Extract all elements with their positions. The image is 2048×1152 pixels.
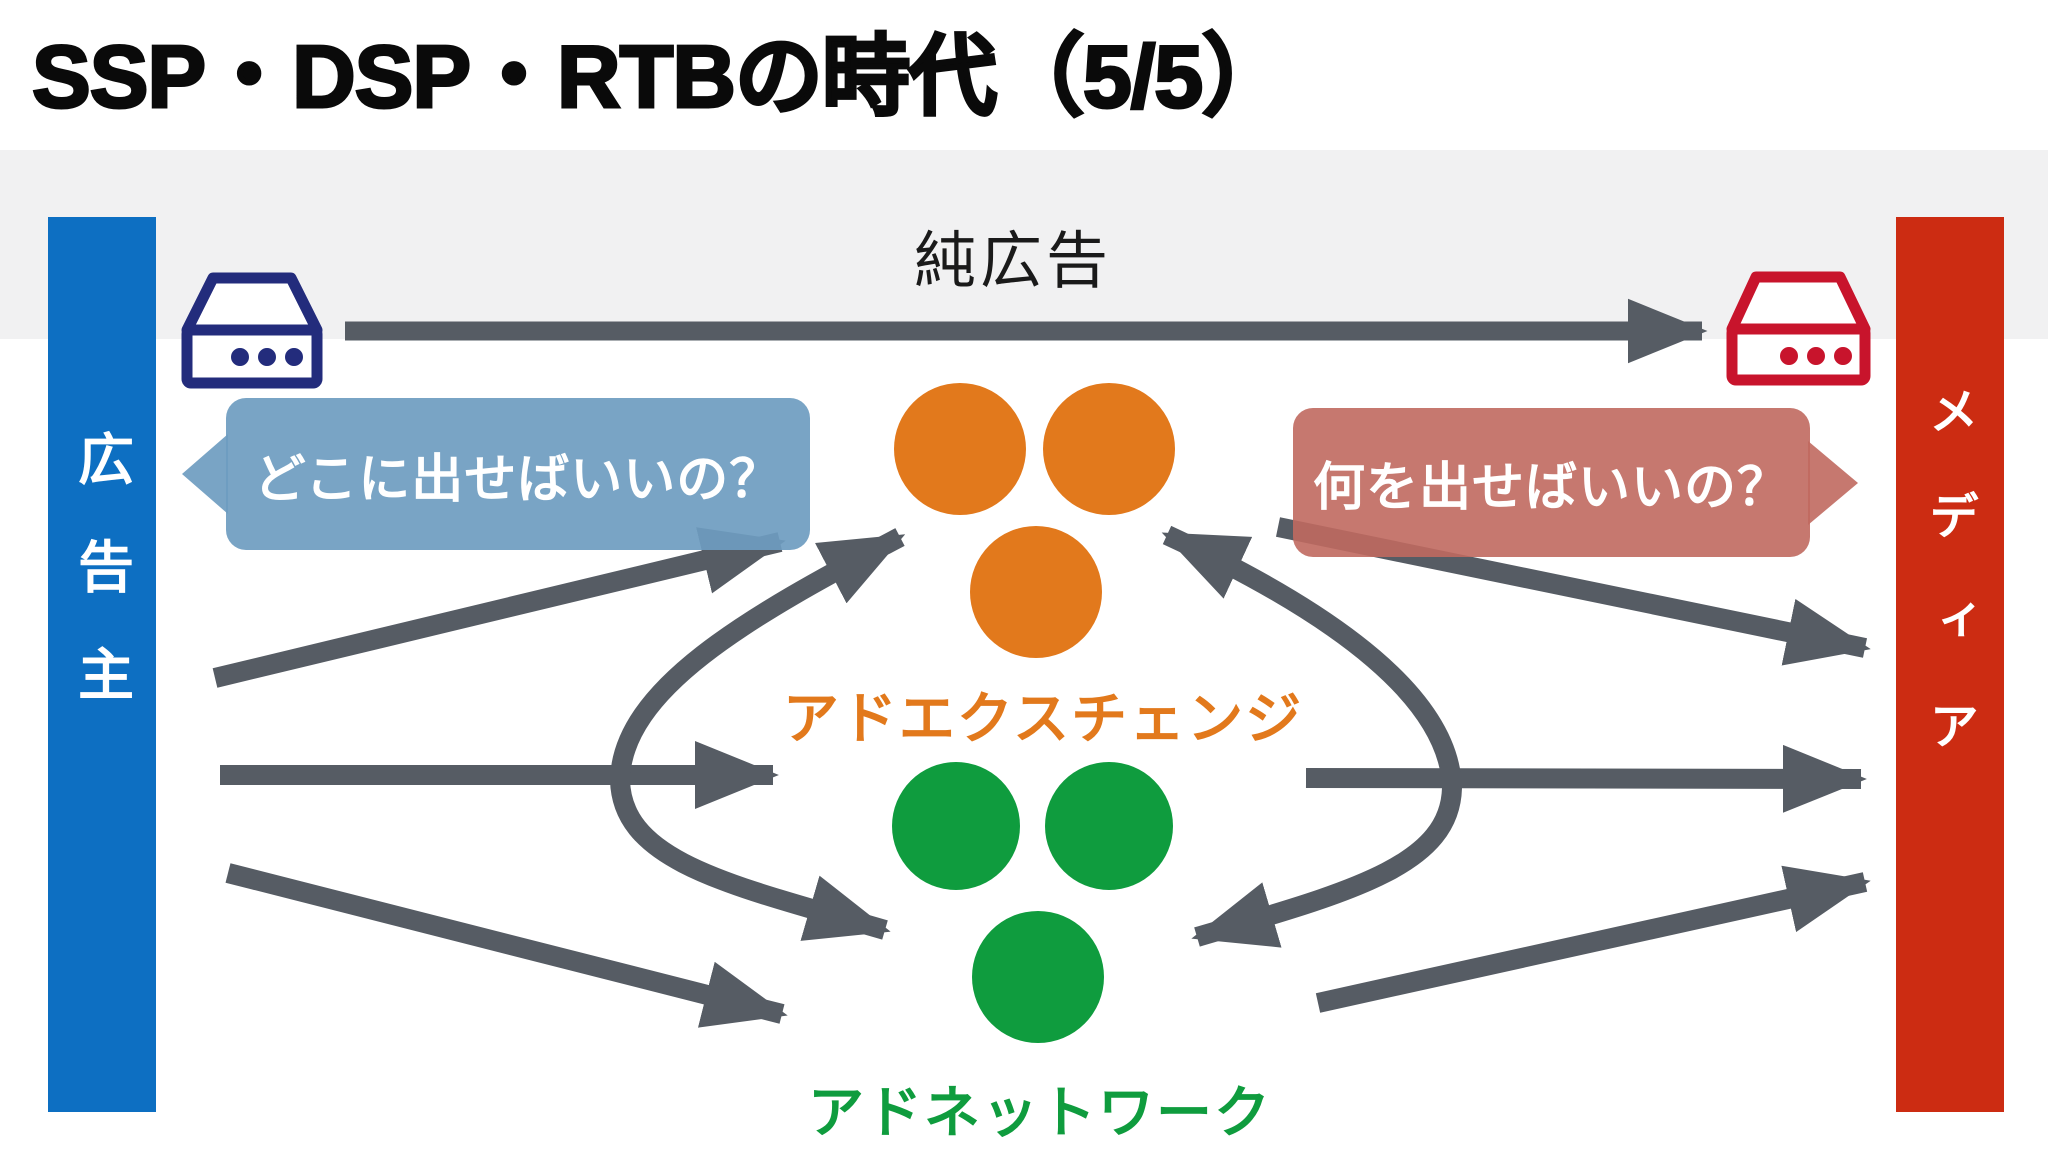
media-bar: メディア [1896,217,2004,1112]
advertiser-arrow-bottom [225,863,788,1028]
left-exchange-network-curve [609,528,906,941]
advertiser-bar-label: 広告主 [70,430,134,753]
page-title: SSP・DSP・RTBの時代（5/5） [30,26,1291,128]
advertiser-arrow-top [212,527,786,688]
ad-exchange-cluster [894,383,1175,658]
media-bar-label: メディア [1922,385,1978,805]
advertiser-server-icon [181,272,323,389]
right-exchange-network-curve [1161,525,1463,948]
media-question-bubble: 何を出せばいいの？ [1293,408,1858,557]
ad-exchange-node [970,526,1102,658]
ad-network-label: アドネットワーク [808,1081,1272,1144]
advertiser-question-bubble: どこに出せばいいの？ [182,398,810,550]
ad-exchange-node [894,383,1026,515]
advertiser-question-text: どこに出せばいいの？ [253,450,783,509]
ad-exchange-label: アドエクスチェンジ [782,687,1304,750]
media-question-text: 何を出せばいいの？ [1312,459,1790,517]
media-server-icon [1726,271,1871,386]
ad-exchange-node [1043,383,1175,515]
ad-network-node [1045,762,1173,890]
ad-network-node [972,911,1104,1043]
ad-network-cluster [892,762,1173,1043]
direct-ad-label: 純広告 [913,227,1112,296]
advertiser-bar: 広告主 [48,217,156,1112]
media-arrow-bottom [1315,865,1871,1013]
bubble-tail-left-icon [182,434,228,514]
media-arrow-middle [1305,744,1867,813]
ad-network-node [892,762,1020,890]
bubble-tail-right-icon [1808,440,1858,525]
